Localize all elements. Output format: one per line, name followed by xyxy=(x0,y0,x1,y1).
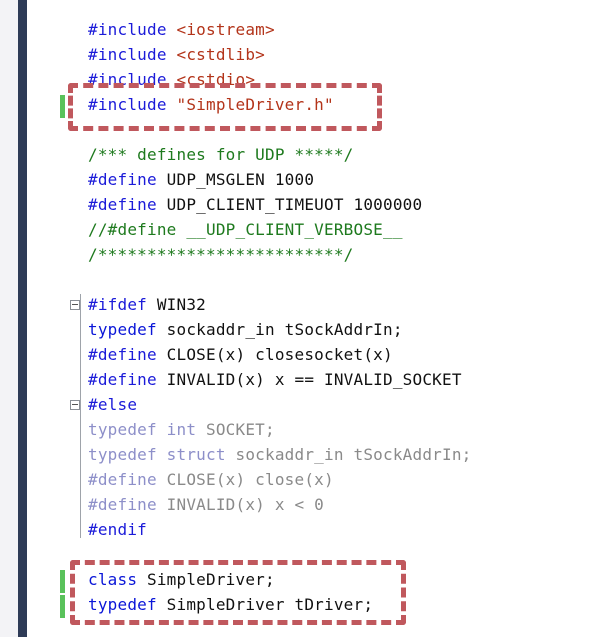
code-line[interactable]: #define UDP_MSGLEN 1000 xyxy=(88,169,314,191)
code-token-text: sockaddr_in tSockAddrIn; xyxy=(156,320,403,339)
code-line[interactable]: #define CLOSE(x) close(x) xyxy=(88,469,334,491)
code-token-directive: #define xyxy=(88,370,157,389)
editor-margin-rule xyxy=(18,0,27,637)
fold-guide-line xyxy=(80,294,81,538)
code-token-text: WIN32 xyxy=(147,295,206,314)
code-line[interactable]: #define CLOSE(x) closesocket(x) xyxy=(88,344,393,366)
change-marker xyxy=(60,595,65,618)
editor-left-margin xyxy=(0,0,18,637)
code-token-text: SOCKET; xyxy=(196,420,275,439)
code-line[interactable]: #else xyxy=(88,394,137,416)
code-token-string: <cstdlib> xyxy=(176,45,265,64)
code-token-keyword: typedef xyxy=(88,595,157,614)
code-token-text: UDP_CLIENT_TIMEUOT 1000000 xyxy=(156,195,423,214)
code-line[interactable]: typedef SimpleDriver tDriver; xyxy=(88,594,373,616)
code-line[interactable]: typedef sockaddr_in tSockAddrIn; xyxy=(88,319,403,341)
code-token-text: UDP_MSGLEN 1000 xyxy=(156,170,315,189)
code-token-text: sockaddr_in tSockAddrIn; xyxy=(225,445,472,464)
code-line[interactable]: //#define __UDP_CLIENT_VERBOSE__ xyxy=(88,219,403,241)
code-token-keyword: class xyxy=(88,570,138,589)
code-token-directive: #define xyxy=(88,345,157,364)
code-token-text: SimpleDriver tDriver; xyxy=(156,595,374,614)
change-marker xyxy=(60,95,65,118)
code-token-text: INVALID(x) x == INVALID_SOCKET xyxy=(156,370,462,389)
fold-toggle-icon[interactable] xyxy=(70,300,80,310)
code-line[interactable]: #define INVALID(x) x < 0 xyxy=(88,494,324,516)
code-line[interactable]: #endif xyxy=(88,519,147,541)
change-marker xyxy=(60,570,65,593)
code-token-directive: #define xyxy=(88,195,157,214)
code-token-keyword: typedef int xyxy=(88,420,197,439)
code-token-text: SimpleDriver; xyxy=(137,570,275,589)
code-token-directive: #define xyxy=(88,470,157,489)
code-line[interactable]: #define UDP_CLIENT_TIMEUOT 1000000 xyxy=(88,194,422,216)
code-token-directive: #else xyxy=(88,395,138,414)
code-line[interactable]: #include <cstdlib> xyxy=(88,44,265,66)
code-line[interactable]: #include <iostream> xyxy=(88,19,275,41)
code-line[interactable]: #include "SimpleDriver.h" xyxy=(88,94,334,116)
code-token-text: CLOSE(x) close(x) xyxy=(156,470,334,489)
code-token-directive: #include xyxy=(88,95,177,114)
code-line[interactable]: #define INVALID(x) x == INVALID_SOCKET xyxy=(88,369,462,391)
code-token-string: <iostream> xyxy=(176,20,275,39)
code-line[interactable]: /*** defines for UDP *****/ xyxy=(88,144,354,166)
code-token-directive: #ifdef xyxy=(88,295,147,314)
code-token-directive: #define xyxy=(88,495,157,514)
code-token-directive: #define xyxy=(88,170,157,189)
code-line[interactable]: typedef struct sockaddr_in tSockAddrIn; xyxy=(88,444,472,466)
fold-toggle-icon[interactable] xyxy=(70,400,80,410)
code-token-directive: #include xyxy=(88,45,177,64)
code-token-directive: #endif xyxy=(88,520,147,539)
code-line[interactable]: #ifdef WIN32 xyxy=(88,294,206,316)
code-token-keyword: typedef struct xyxy=(88,445,226,464)
code-token-text: CLOSE(x) closesocket(x) xyxy=(156,345,393,364)
highlight-box-typedef xyxy=(70,560,406,625)
code-line[interactable]: typedef int SOCKET; xyxy=(88,419,275,441)
code-token-comment: //#define __UDP_CLIENT_VERBOSE__ xyxy=(88,220,403,239)
code-token-text: INVALID(x) x < 0 xyxy=(156,495,325,514)
highlight-box-include xyxy=(68,83,382,131)
code-token-string: "SimpleDriver.h" xyxy=(176,95,334,114)
code-token-comment: /*** defines for UDP *****/ xyxy=(88,145,354,164)
code-line[interactable]: class SimpleDriver; xyxy=(88,569,275,591)
code-token-keyword: typedef xyxy=(88,320,157,339)
code-token-comment: /*************************/ xyxy=(88,245,354,264)
code-token-directive: #include xyxy=(88,20,177,39)
code-line[interactable]: /*************************/ xyxy=(88,244,354,266)
